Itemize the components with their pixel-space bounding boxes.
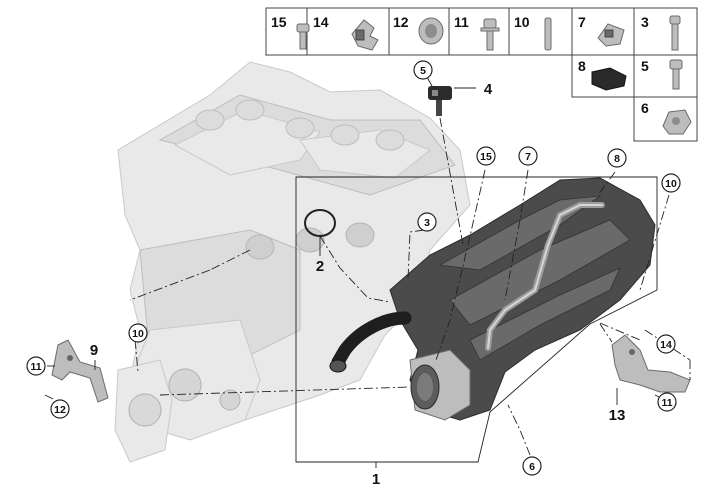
callout-9: 9: [90, 342, 98, 359]
left-bracket: [51, 339, 109, 403]
clip-icon: [662, 109, 692, 135]
table-label-8: 8: [578, 58, 586, 74]
callout-14: 14: [656, 334, 676, 354]
engine-block: [114, 61, 471, 463]
bolt-icon: [296, 23, 310, 50]
clip-icon: [597, 23, 625, 47]
svg-text:6: 6: [529, 461, 535, 473]
svg-text:9: 9: [90, 342, 98, 359]
callout-2: 2: [316, 258, 324, 275]
pressure-sensor: [428, 86, 452, 116]
sleeve-icon: [418, 17, 444, 45]
right-bracket: [611, 334, 691, 393]
callout-12: 12: [50, 399, 70, 419]
table-label-12: 12: [393, 14, 409, 30]
svg-text:10: 10: [665, 178, 677, 190]
svg-text:11: 11: [661, 397, 672, 409]
svg-text:4: 4: [484, 81, 493, 98]
callout-6: 6: [522, 456, 542, 476]
callout-3: 3: [417, 212, 437, 232]
svg-text:2: 2: [316, 258, 324, 275]
table-label-7: 7: [578, 14, 586, 30]
stud-icon: [544, 17, 552, 51]
bolt-icon: [669, 59, 683, 90]
svg-text:1: 1: [372, 471, 380, 488]
table-label-10: 10: [514, 14, 530, 30]
callout-11-left: 11: [26, 356, 46, 376]
clip-icon: [351, 19, 379, 51]
bolt-icon: [480, 18, 500, 51]
svg-text:12: 12: [54, 404, 66, 416]
svg-text:14: 14: [660, 339, 672, 351]
breather-hose: [331, 311, 412, 369]
svg-text:3: 3: [424, 217, 430, 229]
callout-8: 8: [607, 148, 627, 168]
callout-10-left: 10: [128, 323, 148, 343]
svg-text:8: 8: [614, 153, 620, 165]
callout-11-right: 11: [657, 392, 677, 412]
stud-icon: [669, 15, 681, 51]
svg-text:10: 10: [132, 328, 144, 340]
callout-15: 15: [476, 146, 496, 166]
table-label-5: 5: [641, 58, 649, 74]
table-label-6: 6: [641, 100, 649, 116]
callout-4: 4: [484, 81, 493, 98]
callout-7: 7: [518, 146, 538, 166]
callout-13: 13: [609, 407, 626, 424]
pad-icon: [591, 67, 627, 91]
table-label-15: 15: [271, 14, 287, 30]
table-label-11: 11: [454, 14, 469, 30]
assembly-outline: [295, 176, 658, 463]
callout-5: 5: [413, 60, 433, 80]
parts-table: 15 14 12 11 10 7 3 8 5 6: [265, 7, 698, 142]
callout-10-right: 10: [661, 173, 681, 193]
svg-text:13: 13: [609, 407, 626, 424]
svg-text:11: 11: [30, 361, 41, 373]
callout-1: 1: [372, 471, 380, 488]
svg-text:5: 5: [420, 65, 426, 77]
svg-text:7: 7: [525, 151, 531, 163]
table-label-14: 14: [313, 14, 329, 30]
svg-text:15: 15: [480, 151, 492, 163]
table-label-3: 3: [641, 14, 649, 30]
